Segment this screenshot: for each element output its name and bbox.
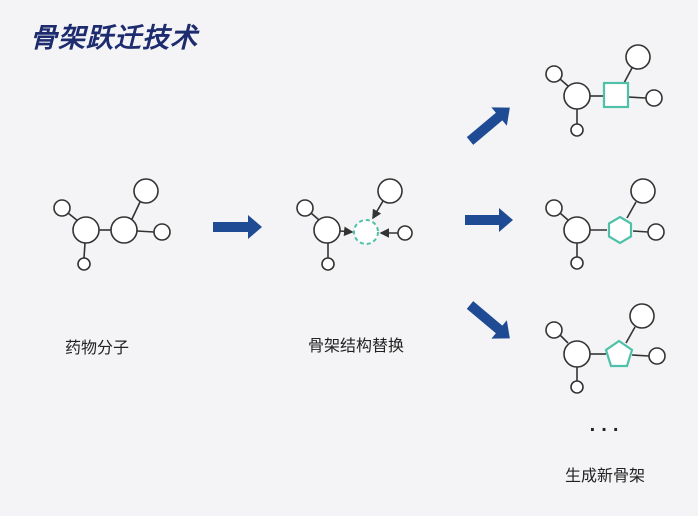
arrow-right-icon [465, 208, 513, 232]
new-scaffold-hexagon [545, 178, 665, 270]
arrow-down-right-icon [466, 301, 510, 339]
new-scaffolds-label: 生成新骨架 [564, 466, 646, 485]
new-scaffold-pentagon [545, 303, 666, 394]
ellipsis: · · · [589, 420, 619, 439]
drug-molecule-label: 药物分子 [64, 338, 130, 357]
drug-molecule [53, 178, 171, 271]
scaffold-replacement-label: 骨架结构替换 [307, 336, 405, 355]
scaffold-replacement-molecule [296, 178, 413, 271]
new-scaffold-square [545, 44, 663, 137]
arrow-right-icon [213, 215, 262, 239]
arrow-up-right-icon [466, 107, 510, 145]
diagram-title: 骨架跃迁技术 [30, 23, 198, 54]
dashed-scaffold [353, 219, 379, 245]
